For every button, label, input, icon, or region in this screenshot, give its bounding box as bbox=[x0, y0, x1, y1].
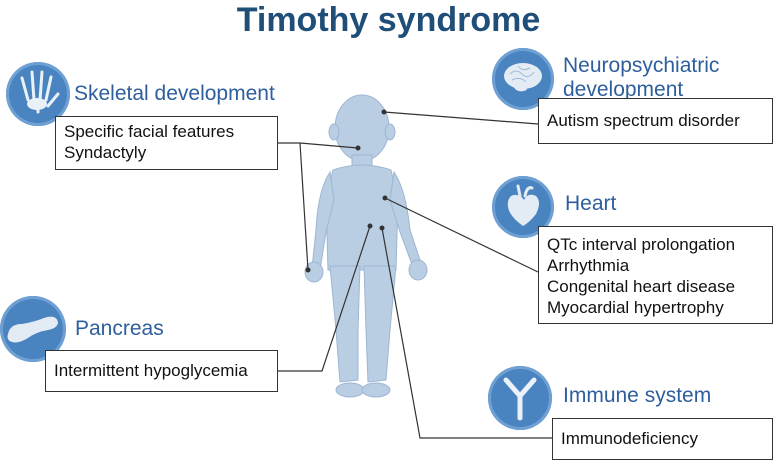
heart-label: Heart bbox=[565, 192, 617, 215]
skeletal-box: Specific facial features Syndactyly bbox=[55, 116, 278, 170]
skeletal-label: Skeletal development bbox=[74, 82, 275, 105]
neuro-label-line2: development bbox=[563, 78, 684, 101]
antibody-icon bbox=[488, 366, 552, 430]
heart-item: Congenital heart disease bbox=[547, 277, 736, 296]
skeletal-item: Specific facial features bbox=[64, 122, 235, 141]
skeletal-item: Syndactyly bbox=[64, 143, 147, 162]
heart-item: Arrhythmia bbox=[547, 256, 630, 275]
neuro-label-line1: Neuropsychiatric bbox=[563, 54, 720, 77]
immune-box: Immunodeficiency bbox=[552, 418, 773, 460]
immune-label: Immune system bbox=[563, 384, 712, 407]
page-title: Timothy syndrome bbox=[236, 1, 541, 39]
heart-item: QTc interval prolongation bbox=[547, 235, 736, 254]
neuro-item: Autism spectrum disorder bbox=[547, 111, 740, 130]
child-figure bbox=[304, 94, 428, 398]
pancreas-label: Pancreas bbox=[75, 317, 164, 340]
hand-bones-icon bbox=[6, 62, 70, 126]
heart-box: QTc interval prolongation Arrhythmia Con… bbox=[538, 226, 773, 324]
neuro-box: Autism spectrum disorder bbox=[538, 98, 773, 144]
immune-item: Immunodeficiency bbox=[561, 429, 699, 448]
heart-item: Myocardial hypertrophy bbox=[547, 298, 724, 317]
pancreas-box: Intermittent hypoglycemia bbox=[45, 350, 278, 392]
pancreas-item: Intermittent hypoglycemia bbox=[54, 361, 248, 380]
